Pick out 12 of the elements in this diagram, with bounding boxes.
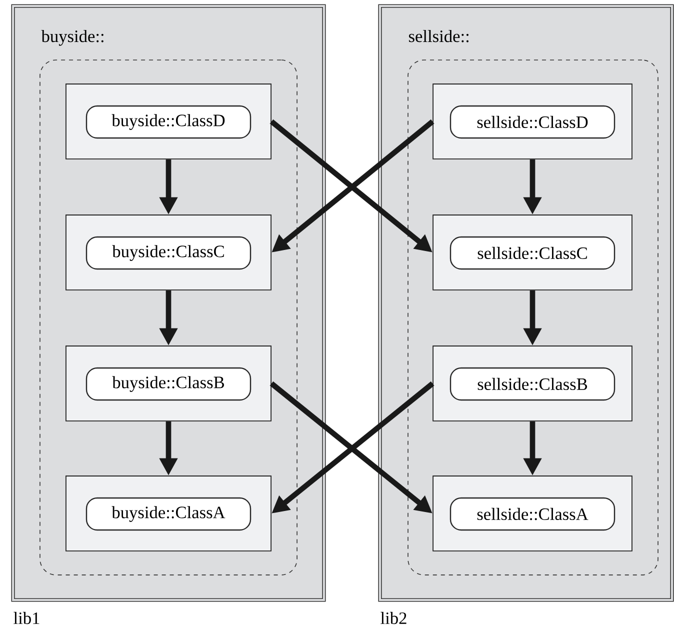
class-label: sellside::ClassC: [450, 236, 616, 270]
namespace-box: [40, 60, 298, 576]
class-label: sellside::ClassD: [450, 105, 616, 139]
class-label: sellside::ClassB: [450, 367, 616, 401]
class-label: buyside::ClassA: [86, 497, 252, 531]
package-label: lib2: [380, 612, 406, 624]
class-label: buyside::ClassD: [86, 105, 252, 139]
namespace-box: [408, 60, 658, 576]
package-label: lib1: [14, 612, 40, 624]
class-label: buyside::ClassC: [86, 236, 252, 270]
class-label: buyside::ClassB: [86, 367, 252, 401]
class-label: sellside::ClassA: [450, 497, 616, 531]
